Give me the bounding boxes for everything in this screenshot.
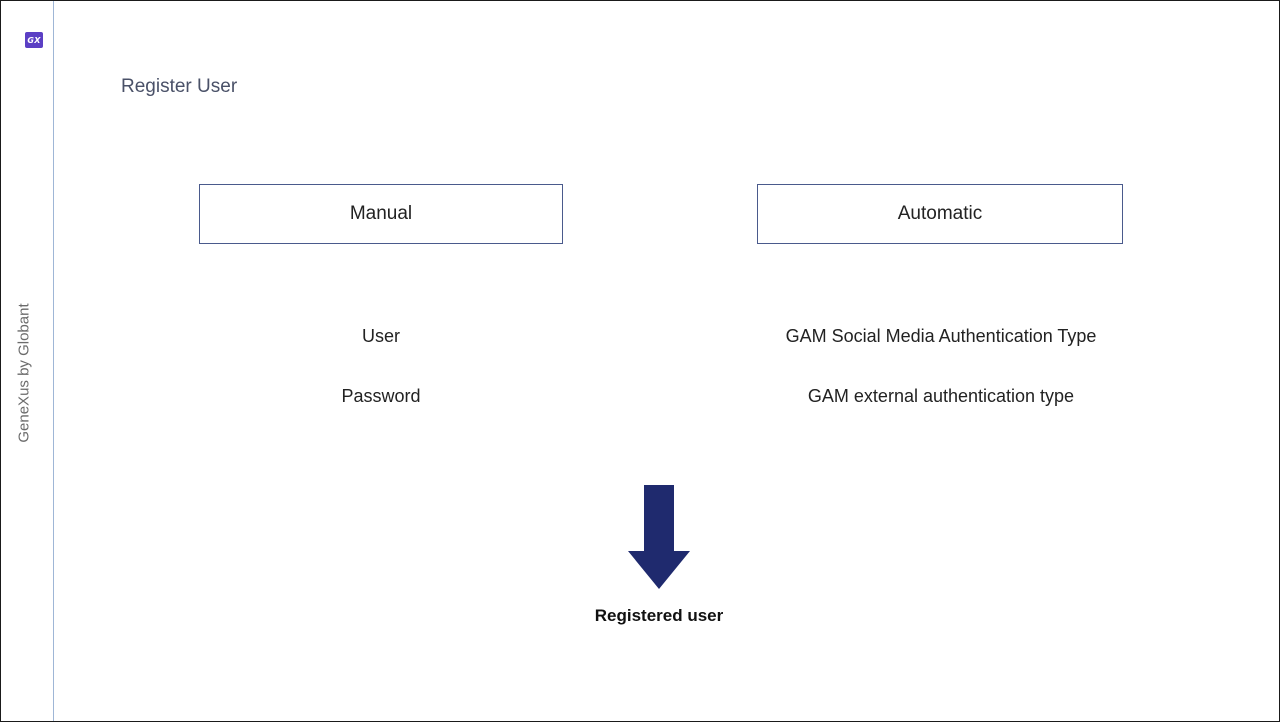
page-title: Register User <box>121 76 238 97</box>
registered-user-label: Registered user <box>594 606 724 625</box>
manual-option-box: Manual <box>199 184 563 244</box>
automatic-item-social-media: GAM Social Media Authentication Type <box>785 326 1097 346</box>
automatic-item-external: GAM external authentication type <box>807 386 1075 406</box>
genexus-logo-icon: GX <box>25 32 43 48</box>
sidebar-divider <box>53 1 54 721</box>
brand-vertical-label: GeneXus by Globant <box>15 303 33 443</box>
manual-item-password: Password <box>341 386 421 406</box>
manual-item-user: User <box>361 326 400 346</box>
arrow-down-icon <box>628 485 690 589</box>
automatic-option-box: Automatic <box>757 184 1123 244</box>
